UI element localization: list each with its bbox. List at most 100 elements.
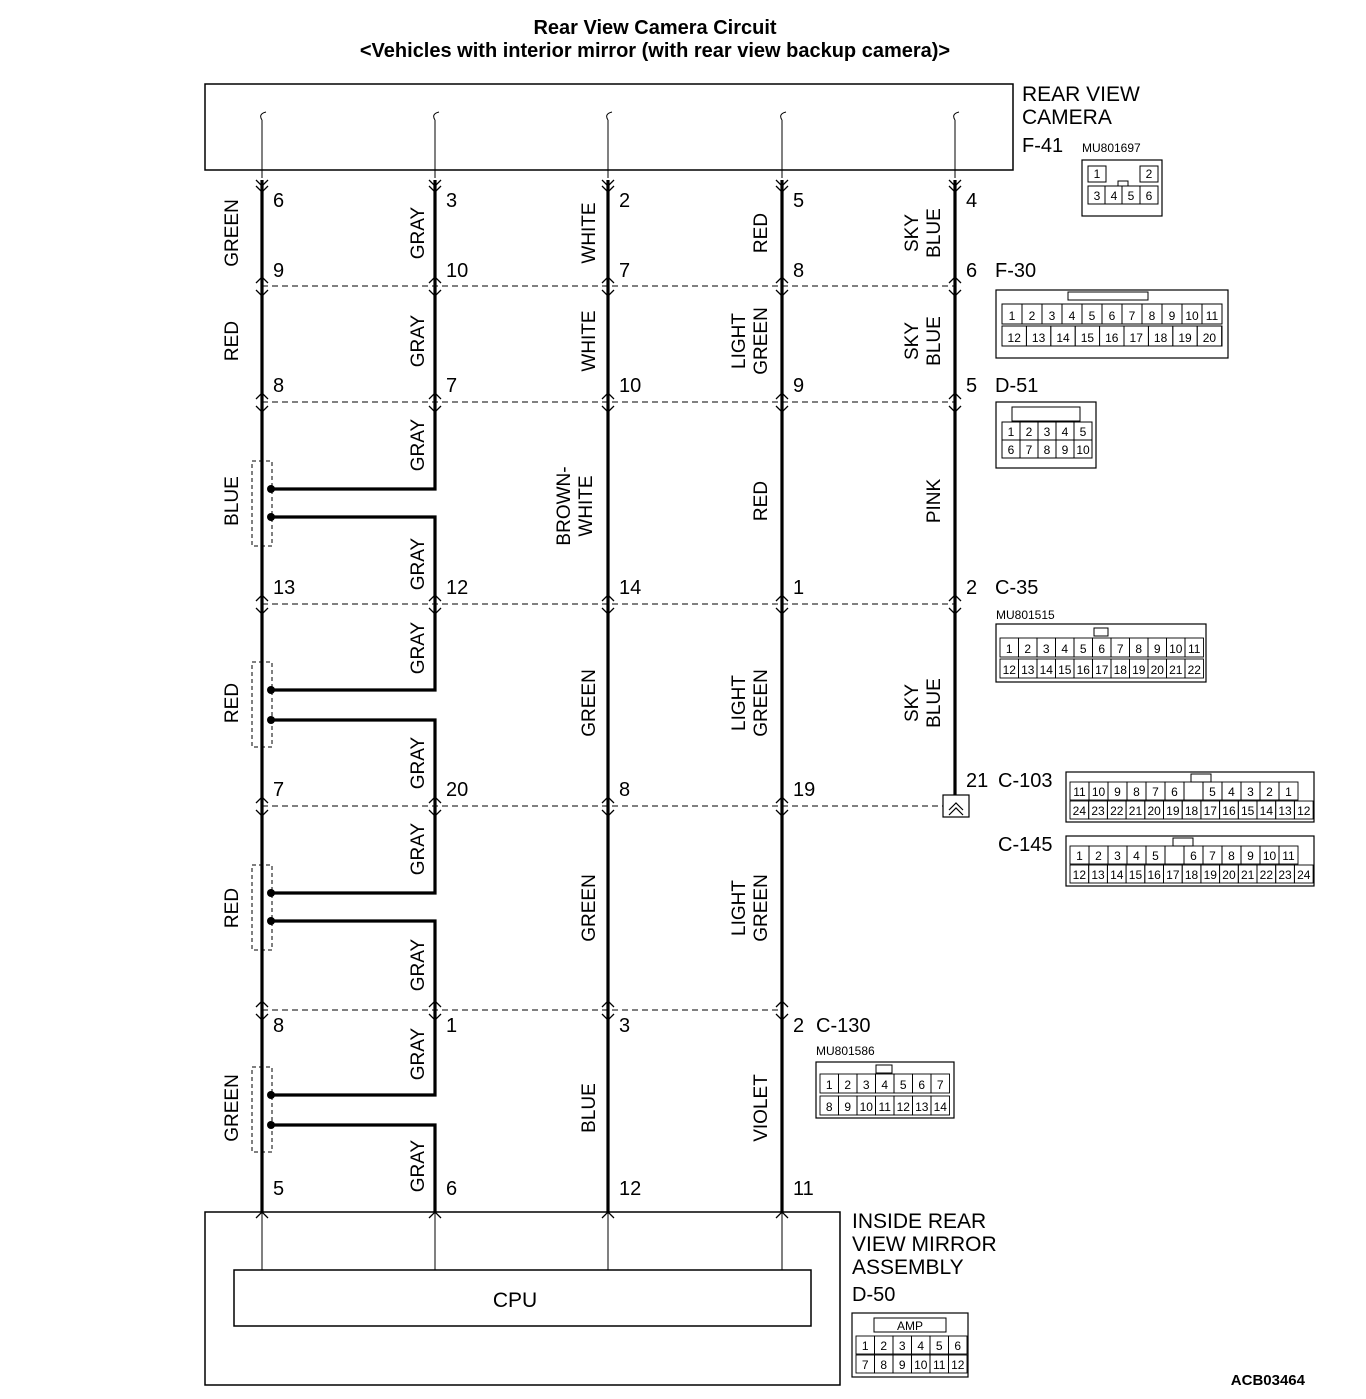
c145-cavity-number: 24: [1297, 868, 1311, 882]
camera-label-line2: CAMERA: [1022, 106, 1112, 129]
wire-s4-c4-a: LIGHT: [729, 675, 750, 731]
c103-terminal-mark: [948, 802, 964, 816]
c103-cavity-number: 20: [1147, 804, 1161, 818]
pin-c130-2: 1: [446, 1015, 457, 1037]
f30-cavity-number: 5: [1089, 309, 1096, 323]
diagram-title: Rear View Camera Circuit: [533, 17, 776, 39]
c103-cavity-number: 6: [1171, 785, 1178, 799]
c35-cavity-number: 22: [1188, 663, 1202, 677]
c145-cavity-number: 7: [1209, 849, 1216, 863]
pin-mirror-1: 5: [273, 1178, 284, 1200]
c130-cavity: [930, 1073, 950, 1094]
wire-s1-c2: GRAY: [408, 206, 429, 259]
c145-cavity-number: 6: [1190, 849, 1197, 863]
c130-cavity-number: 9: [844, 1100, 851, 1114]
pin-numbers: 6 3 2 5 4 9 10 7 8 6 8 7 10 9 5 13 12 14…: [273, 190, 988, 1200]
d51-cavity-number: 3: [1044, 425, 1051, 439]
connector-c35-part: MU801515: [996, 608, 1055, 622]
c145-cavity-number: 23: [1278, 868, 1292, 882]
c145-cavity-number: 2: [1095, 849, 1102, 863]
c35-cavity-number: 14: [1040, 663, 1054, 677]
mirror-label-line3: ASSEMBLY: [852, 1256, 964, 1279]
f30-cavity-number: 10: [1185, 309, 1199, 323]
pin-c103-1: 7: [273, 779, 284, 801]
c35-cavity-number: 3: [1043, 642, 1050, 656]
c35-cavity-number: 19: [1132, 663, 1146, 677]
c35-cavity-number: 1: [1006, 642, 1013, 656]
f30-cavity-number: 1: [1009, 309, 1016, 323]
cpu-box: [233, 1269, 812, 1327]
inside-mirror-box: [204, 1211, 841, 1386]
c103-cavity-number: 10: [1092, 785, 1106, 799]
f30-cavity-number: 19: [1178, 331, 1192, 345]
wire-s4-c1: RED: [222, 683, 243, 723]
wire-s2-c4-a: LIGHT: [729, 313, 750, 369]
c103-cavity-number: 1: [1285, 785, 1292, 799]
c103-cavity-number: 3: [1247, 785, 1254, 799]
svg-text:6: 6: [1146, 189, 1153, 203]
f30-cavity: [1196, 325, 1223, 347]
pin-f30-3: 7: [619, 260, 630, 282]
f30-cavity-number: 16: [1105, 331, 1119, 345]
c35-cavity: [1184, 637, 1204, 658]
connector-c103-label: C-103: [998, 770, 1052, 792]
c103-cavity-number: 9: [1114, 785, 1121, 799]
f30-cavity-number: 3: [1049, 309, 1056, 323]
c145-cavity: [1278, 845, 1299, 865]
pin-f30-1: 9: [273, 260, 284, 282]
pin-c130-1: 8: [273, 1015, 284, 1037]
c35-cavity-number: 13: [1021, 663, 1035, 677]
svg-text:5: 5: [1128, 189, 1135, 203]
d51-cavity-number: 9: [1062, 443, 1069, 457]
mirror-label-line2: VIEW MIRROR: [852, 1233, 997, 1256]
d50-cavity-number: 12: [951, 1358, 965, 1372]
f30-cavity-number: 12: [1008, 331, 1022, 345]
c103-cavity-number: 23: [1091, 804, 1105, 818]
d50-cavity-number: 1: [862, 1339, 869, 1353]
c145-cavity-number: 21: [1241, 868, 1255, 882]
c35-cavity-number: 17: [1095, 663, 1109, 677]
c130-cavity-number: 14: [934, 1100, 948, 1114]
connector-c145-label: C-145: [998, 834, 1052, 856]
f30-cavity-number: 7: [1129, 309, 1136, 323]
c35-cavity-number: 16: [1077, 663, 1091, 677]
wire-s5-c4-b: GREEN: [751, 874, 772, 942]
d51-cavity: [1073, 439, 1093, 459]
wire-color-labels: GREEN GRAY WHITE RED SKY BLUE RED GRAY W…: [222, 199, 945, 1192]
wire-s4-c3: GREEN: [579, 669, 600, 737]
f30-cavity-number: 11: [1206, 309, 1219, 323]
wire-s1-c3: WHITE: [579, 202, 600, 263]
c145-cavity-number: 13: [1091, 868, 1105, 882]
c145-cavity: [1293, 864, 1314, 884]
wire-s2-c2: GRAY: [408, 314, 429, 367]
c103-cavity-number: 12: [1297, 804, 1311, 818]
c145-cavity-number: 19: [1204, 868, 1218, 882]
c103-cavity-number: 14: [1260, 804, 1274, 818]
d50-cavity: [948, 1354, 968, 1374]
f30-cavity-number: 14: [1056, 331, 1070, 345]
pin-c103-4: 19: [793, 779, 815, 801]
f30-cavity-number: 15: [1081, 331, 1095, 345]
internal-wires: [260, 111, 960, 1270]
wire-s1-c5-a: SKY: [902, 214, 923, 252]
c35-cavity-number: 9: [1154, 642, 1161, 656]
mirror-connector-label: D-50: [852, 1284, 895, 1306]
c145-cavity-number: 14: [1110, 868, 1124, 882]
c130-cavity-number: 6: [918, 1078, 925, 1092]
pin-d51-2: 7: [446, 375, 457, 397]
f30-cavity-number: 2: [1029, 309, 1036, 323]
d51-cavity-number: 7: [1026, 443, 1033, 457]
pin-c35-2: 12: [446, 577, 468, 599]
pin-f30-4: 8: [793, 260, 804, 282]
wire-s6-gray-bottom: GRAY: [408, 1139, 429, 1192]
c35-cavity-number: 18: [1114, 663, 1128, 677]
wire-s2-c4-b: GREEN: [751, 307, 772, 375]
c103-cavity-number: 2: [1266, 785, 1273, 799]
c145-cavity-number: 17: [1166, 868, 1180, 882]
d50-amp-label: AMP: [897, 1319, 923, 1333]
